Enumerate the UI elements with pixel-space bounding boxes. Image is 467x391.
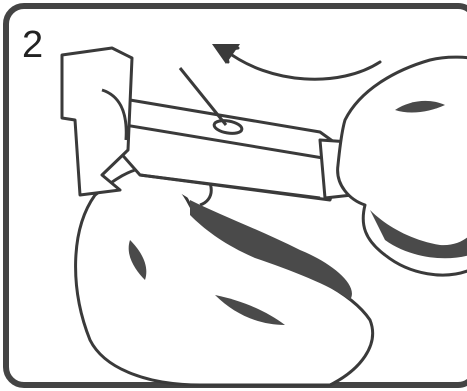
rotate-arrowhead xyxy=(212,44,240,64)
step-number: 2 xyxy=(22,26,43,64)
rotate-arrow-icon xyxy=(225,48,380,79)
